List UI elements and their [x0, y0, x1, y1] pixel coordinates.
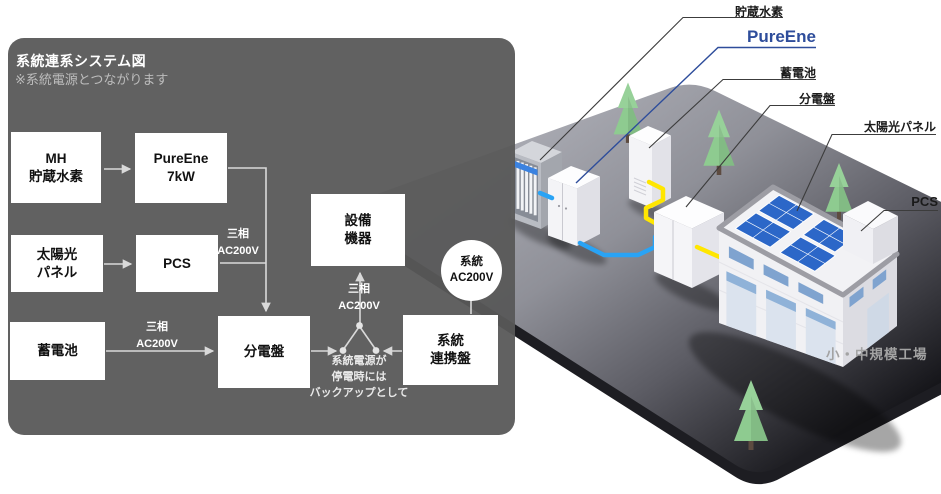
wire-blue	[537, 190, 658, 258]
tree-icon	[613, 82, 643, 143]
box-equipment: 設備 機器	[311, 194, 405, 266]
label-pcs: PCS	[911, 194, 938, 209]
label-pureene: PureEne	[747, 27, 816, 46]
label-hydrogen-storage: 貯蔵水素	[734, 5, 783, 19]
phase-label-pcs-line: 三相 AC200V	[217, 228, 259, 257]
factory-building	[716, 184, 900, 367]
tree-icon	[734, 380, 768, 450]
distribution-board-unit	[654, 196, 724, 288]
box-battery: 蓄電池	[10, 322, 105, 380]
panel-subtitle: ※系統電源とつながります	[15, 72, 169, 87]
label-battery: 蓄電池	[779, 66, 816, 80]
wire-yellow	[694, 244, 727, 262]
box-pcs: PCS	[136, 235, 218, 292]
pcs-rooftop-unit	[843, 201, 898, 264]
box-distribution-board: 分電盤	[218, 316, 310, 388]
box-solar-panel: 太陽光 パネル	[11, 235, 103, 292]
wire-yellow	[643, 179, 666, 227]
label-distribution-board: 分電盤	[798, 92, 835, 106]
hydrogen-storage-unit	[511, 141, 562, 229]
box-mh-hydrogen: MH 貯蔵水素	[11, 132, 101, 203]
phase-label-equipment-line: 三相 AC200V	[338, 283, 380, 312]
caption-factory-scale: 小・中規模工場	[826, 347, 928, 362]
label-solar-panel: 太陽光パネル	[863, 120, 936, 134]
battery-unit	[629, 126, 671, 208]
box-pureene: PureEne 7kW	[135, 133, 227, 203]
grid-ac200v-circle: 系統 AC200V	[441, 240, 502, 301]
panel-title: 系統連系システム図	[16, 53, 147, 69]
phase-label-battery-line: 三相 AC200V	[136, 321, 178, 350]
backup-note: 系統電源が 停電時には バックアップとして	[309, 355, 409, 399]
pureene-unit	[548, 166, 600, 246]
tree-icon	[703, 109, 735, 175]
tree-icon	[825, 163, 853, 220]
